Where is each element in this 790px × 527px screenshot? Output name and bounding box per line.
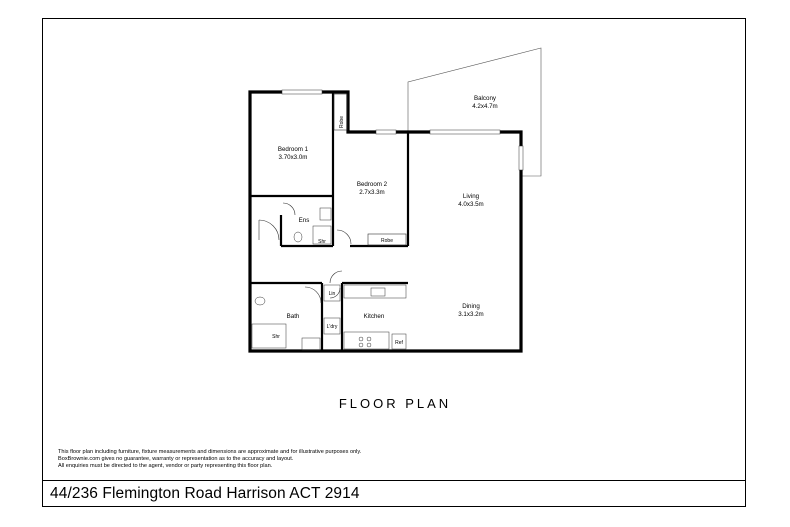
linen-label: Lin <box>329 291 336 297</box>
bedroom1-size: 3.70x3.0m <box>279 154 308 161</box>
ensuite-toilet-icon <box>293 231 303 243</box>
bath-toilet-icon <box>254 296 266 306</box>
property-address: 44/236 Flemington Road Harrison ACT 2914 <box>50 485 360 502</box>
disclaimer-line: BoxBrownie.com gives no guarantee, warra… <box>58 456 294 462</box>
fridge-label: Ref <box>395 340 403 346</box>
page-frame <box>42 18 746 507</box>
ensuite-shower <box>312 225 332 245</box>
bath-shower-label: Shr <box>272 334 280 340</box>
dining-size: 3.1x3.2m <box>458 311 483 318</box>
bedroom1-name: Bedroom 1 <box>278 146 309 153</box>
robe-bedroom1 <box>333 93 348 131</box>
robe-bedroom2 <box>367 233 407 246</box>
bath-name: Bath <box>287 313 300 320</box>
robe1-label: Robe <box>339 116 345 128</box>
balcony-size: 4.2x4.7m <box>472 103 497 110</box>
disclaimer-line: This floor plan including furniture, fix… <box>58 449 362 455</box>
dining-name: Dining <box>462 303 480 310</box>
living-size: 4.0x3.5m <box>458 201 483 208</box>
ensuite-basin <box>319 207 332 221</box>
ensuite-name: Ens <box>299 217 310 224</box>
interior-walls <box>250 92 410 351</box>
bath-basin <box>301 337 321 351</box>
bedroom2-name: Bedroom 2 <box>357 181 388 188</box>
bath-shower <box>251 323 287 349</box>
disclaimer-line: All enquiries must be directed to the ag… <box>58 463 273 469</box>
linen-cupboard <box>323 284 341 302</box>
ensuite-shower-label: Shr <box>318 239 326 245</box>
page-title: FLOOR PLAN <box>338 396 452 411</box>
laundry-label: L'dry <box>327 324 338 330</box>
laundry-cupboard <box>323 317 341 335</box>
exterior-walls <box>248 90 523 353</box>
windows <box>281 89 524 171</box>
kitchen-name: Kitchen <box>364 313 385 320</box>
bedroom2-size: 2.7x3.3m <box>359 189 384 196</box>
footer-divider <box>42 480 746 481</box>
kitchen-benches <box>343 284 407 350</box>
living-name: Living <box>463 193 480 200</box>
disclaimer: This floor plan including furniture, fix… <box>58 449 361 470</box>
robe2-label: Robe <box>381 238 393 244</box>
balcony-name: Balcony <box>474 95 497 102</box>
